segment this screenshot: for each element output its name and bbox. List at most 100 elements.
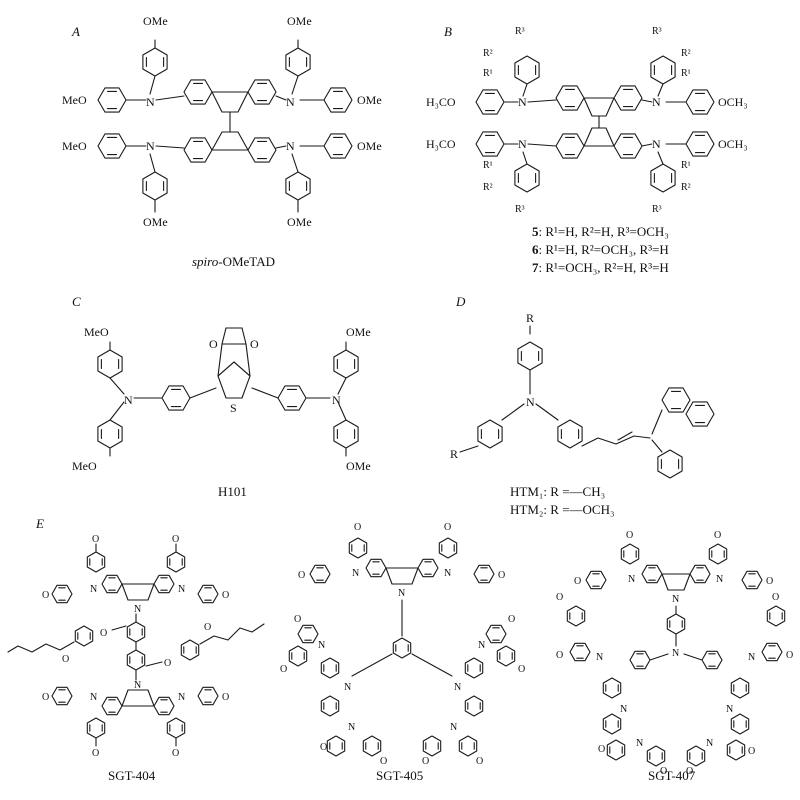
- panel-a-caption: spiro-OMeTAD: [192, 254, 275, 269]
- amine-n-label: N: [348, 722, 355, 733]
- panel-c-letter: C: [72, 294, 81, 309]
- compound-7: 7: R¹=OCH₃, R²=H, R³=H: [532, 260, 669, 275]
- oxygen-label: O: [204, 622, 211, 633]
- sgt-407-structure: N N N O O O O N N N: [556, 530, 793, 777]
- ome-label: OMe: [357, 139, 382, 153]
- amine-n-label: N: [526, 395, 535, 409]
- amine-n-label: N: [146, 139, 155, 153]
- oxygen-label: O: [62, 654, 69, 665]
- oxygen-label: O: [556, 592, 563, 603]
- panel-e-sgt-series: E N N N O O O O O O: [7, 516, 793, 783]
- r2-label: R²: [681, 182, 691, 193]
- sgt-405-caption: SGT-405: [376, 768, 423, 783]
- amine-n-label: N: [672, 648, 679, 659]
- amine-n-label: N: [652, 95, 661, 109]
- ome-label: OMe: [346, 325, 371, 339]
- oxygen-label: O: [498, 570, 505, 581]
- sgt-407-caption: SGT-407: [648, 768, 696, 783]
- oxygen-label: O: [626, 530, 633, 541]
- amine-n-label: N: [628, 574, 635, 585]
- amine-n-label: N: [318, 640, 325, 651]
- r3-label: R³: [652, 26, 662, 37]
- oxygen-label: O: [320, 742, 327, 753]
- amine-n-label: N: [652, 137, 661, 151]
- meo-label: MeO: [62, 93, 87, 107]
- amine-n-label: N: [178, 692, 185, 703]
- panel-c-h101: C O O S N N MeO OMe MeO OMe: [72, 294, 371, 499]
- oxygen-label: O: [250, 337, 259, 351]
- oxygen-label: O: [748, 746, 755, 757]
- compound-number: 5: [532, 224, 539, 239]
- amine-n-label: N: [716, 574, 723, 585]
- r3-label: R³: [515, 26, 525, 37]
- r2-label: R²: [681, 48, 691, 59]
- r1-label: R¹: [681, 68, 691, 79]
- oxygen-label: O: [294, 614, 301, 625]
- amine-n-label: N: [146, 95, 155, 109]
- r1-label: R¹: [483, 68, 493, 79]
- oxygen-label: O: [574, 576, 581, 587]
- compound-substituents: : R¹=OCH₃, R²=H, R³=H: [539, 260, 669, 275]
- amine-n-label: N: [518, 95, 527, 109]
- caption-rest-part: -OMeTAD: [218, 254, 275, 269]
- amine-n-label: N: [450, 722, 457, 733]
- oxygen-label: O: [598, 744, 605, 755]
- carbazole-n-label: N: [134, 680, 141, 691]
- compound-list: 5: R¹=H, R²=H, R³=OCH₃ 6: R¹=H, R²=OCH₃,…: [532, 224, 669, 275]
- panel-e-letter: E: [35, 516, 44, 531]
- r1-label: R¹: [681, 160, 691, 171]
- oxygen-label: O: [100, 628, 107, 639]
- r1-label: R¹: [483, 160, 493, 171]
- oxygen-label: O: [209, 337, 218, 351]
- sgt-404-caption: SGT-404: [108, 768, 156, 783]
- oxygen-label: O: [222, 590, 229, 601]
- ome-label: OMe: [143, 14, 168, 28]
- meo-label: MeO: [84, 325, 109, 339]
- ome-label: OMe: [287, 14, 312, 28]
- h3co-label: H₃CO: [426, 95, 456, 109]
- panel-b-letter: B: [444, 24, 452, 39]
- panel-d-letter: D: [455, 294, 466, 309]
- oxygen-label: O: [714, 530, 721, 541]
- carbazole-n-label: N: [344, 682, 351, 693]
- oxygen-label: O: [380, 756, 387, 767]
- amine-n-label: N: [518, 137, 527, 151]
- compound-number: 6: [532, 242, 539, 257]
- carbazole-n-label: N: [454, 682, 461, 693]
- amine-n-label: N: [124, 393, 133, 407]
- amine-n-label: N: [332, 393, 341, 407]
- ome-label: OMe: [346, 459, 371, 473]
- oxygen-label: O: [280, 664, 287, 675]
- oxygen-label: O: [476, 756, 483, 767]
- oxygen-label: O: [172, 534, 179, 545]
- och3-label: OCH₃: [718, 137, 748, 151]
- amine-n-label: N: [286, 95, 295, 109]
- oxygen-label: O: [444, 522, 451, 533]
- oxygen-label: O: [42, 590, 49, 601]
- r3-label: R³: [652, 204, 662, 215]
- amine-n-label: N: [748, 652, 755, 663]
- oxygen-label: O: [92, 534, 99, 545]
- oxygen-label: O: [660, 766, 667, 777]
- oxygen-label: O: [354, 522, 361, 533]
- oxygen-label: O: [518, 664, 525, 675]
- amine-n-label: N: [706, 738, 713, 749]
- compound-number: 7: [532, 260, 539, 275]
- r2-label: R²: [483, 182, 493, 193]
- oxygen-label: O: [172, 748, 179, 759]
- carbazole-n-label: N: [672, 594, 679, 605]
- oxygen-label: O: [42, 692, 49, 703]
- oxygen-label: O: [508, 614, 515, 625]
- oxygen-label: O: [222, 692, 229, 703]
- meo-label: MeO: [62, 139, 87, 153]
- panel-d-htm: D R N R HTM₁: R =—CH₃ HTM₂: R =—OCH₃: [450, 294, 715, 517]
- amine-n-label: N: [636, 738, 643, 749]
- amine-n-label: N: [352, 568, 359, 579]
- carbazole-n-label: N: [726, 704, 733, 715]
- compound-substituents: : R¹=H, R²=H, R³=OCH₃: [539, 224, 669, 239]
- oxygen-label: O: [422, 756, 429, 767]
- carbazole-n-label: N: [398, 588, 405, 599]
- amine-n-label: N: [90, 584, 97, 595]
- butadiene-chain: [581, 431, 651, 447]
